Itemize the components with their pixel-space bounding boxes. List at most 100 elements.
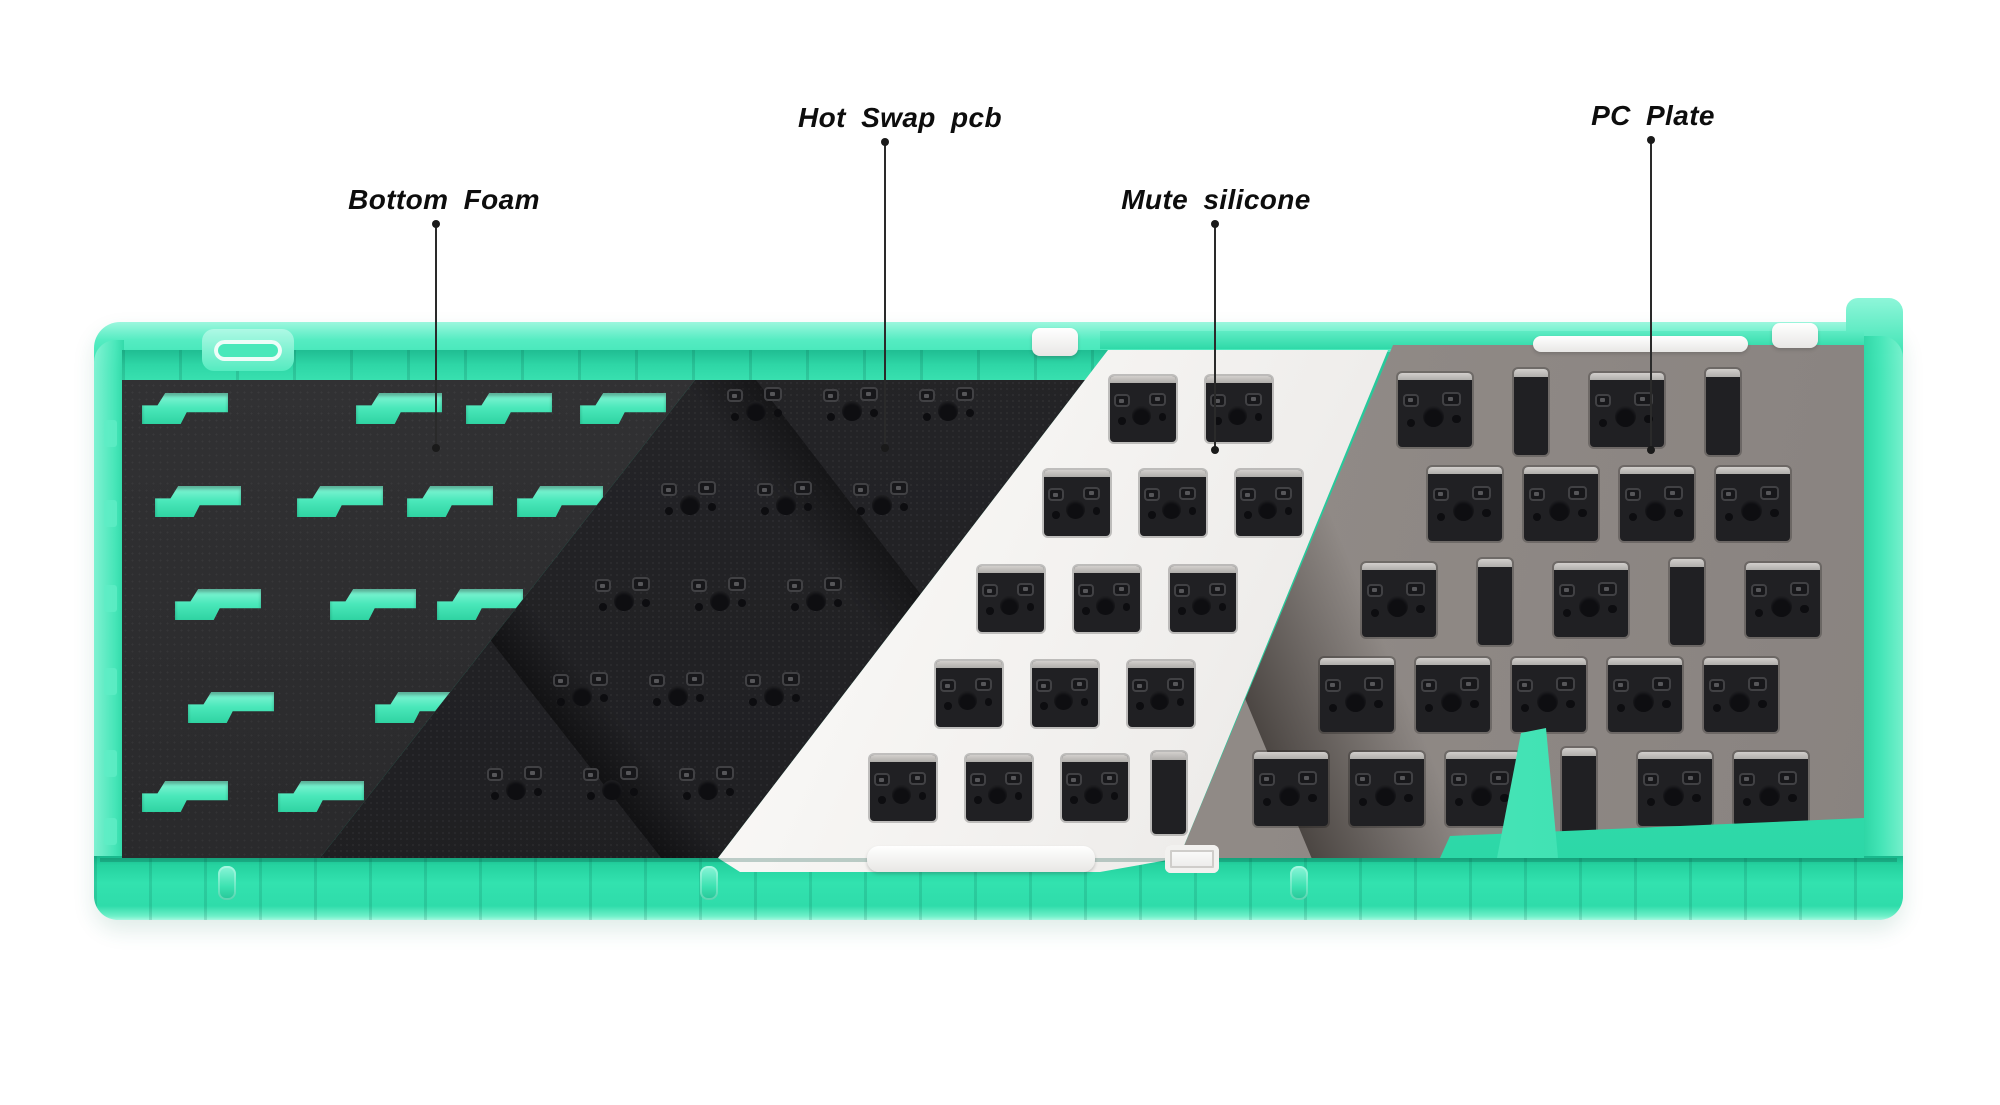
foam-cutout: [356, 393, 442, 424]
cutout-lip: [1362, 563, 1436, 570]
pin-hole: [491, 792, 499, 800]
switch-center-hole: [1578, 596, 1600, 618]
foam-cutout: [142, 393, 228, 424]
switch-center-hole: [1096, 595, 1115, 615]
plate-switch-cutout: [1746, 563, 1820, 637]
switch-center-hole: [1422, 406, 1444, 428]
hotswap-socket: [787, 579, 803, 592]
foam-cutout: [580, 393, 666, 424]
foam-cutout: [155, 486, 241, 517]
pin-hole: [1724, 512, 1734, 522]
cutout-lip: [1032, 661, 1098, 668]
pcb-socket-group: [744, 672, 806, 716]
cutout-lip: [1428, 467, 1502, 474]
cutout-lip: [1514, 369, 1548, 377]
pin-hole: [731, 413, 739, 421]
pin-hole: [1520, 703, 1530, 713]
pin-hole: [1308, 793, 1317, 803]
silicone-front-bar: [867, 846, 1095, 872]
pin-hole: [1562, 608, 1572, 618]
hotswap-socket: [890, 481, 908, 495]
switch-center-hole: [1000, 595, 1019, 615]
cutout-lip: [1704, 658, 1778, 665]
hotswap-socket: [1420, 678, 1438, 693]
hotswap-socket: [1179, 486, 1197, 500]
hotswap-socket: [1738, 772, 1756, 787]
plate-stabilizer-cutout: [1562, 748, 1596, 834]
socket-cluster: [1624, 485, 1690, 533]
silicone-switch-cutout: [936, 661, 1002, 727]
hotswap-socket: [1113, 582, 1131, 596]
hotswap-socket: [1083, 486, 1101, 500]
socket-cluster: [1420, 676, 1486, 724]
switch-center-hole: [958, 690, 977, 710]
socket-cluster: [1612, 676, 1678, 724]
hotswap-socket: [1114, 394, 1130, 407]
socket-cluster: [1173, 582, 1231, 624]
switch-center-hole: [1150, 690, 1169, 710]
left-wall-rib: [104, 818, 117, 845]
leader-dot-end-bottom-foam: [432, 444, 440, 452]
switch-center-hole: [938, 401, 958, 421]
hotswap-socket: [1393, 770, 1413, 786]
hotswap-socket: [1144, 488, 1160, 501]
leader-dot-end-pc-plate: [1647, 446, 1655, 454]
layer-stack: [122, 326, 1864, 886]
leader-line-bottom-foam: [435, 224, 437, 447]
socket-cluster: [1516, 676, 1582, 724]
hotswap-socket: [1240, 488, 1256, 501]
pin-hole: [587, 792, 595, 800]
cutout-lip: [1398, 373, 1472, 380]
socket-cluster: [1209, 392, 1267, 434]
case-peg: [218, 866, 236, 900]
switch-center-hole: [1740, 500, 1762, 522]
socket-cluster: [1720, 485, 1786, 533]
pin-hole: [665, 507, 673, 515]
pcb-socket-group: [786, 577, 848, 621]
pin-hole: [726, 788, 734, 796]
cutout-lip: [1512, 658, 1586, 665]
silicone-top-tab: [1032, 328, 1078, 356]
left-wall-rib: [104, 750, 117, 777]
plate-switch-cutout: [1590, 373, 1664, 447]
foam-cutout: [142, 781, 228, 812]
pin-hole: [1178, 607, 1186, 615]
hotswap-socket: [1558, 583, 1576, 598]
switch-center-hole: [764, 686, 784, 706]
pin-hole: [1470, 699, 1479, 709]
socket-cluster: [1065, 771, 1123, 813]
cutout-lip: [1670, 559, 1704, 567]
switch-center-hole: [842, 401, 862, 421]
pin-hole: [599, 603, 607, 611]
leader-dot-top-hot-swap-pcb: [881, 138, 889, 146]
pcb-socket-group: [552, 672, 614, 716]
pin-hole: [1080, 698, 1089, 706]
foam-cutout: [517, 486, 603, 517]
pin-hole: [878, 796, 886, 804]
cutout-lip: [1608, 658, 1682, 665]
switch-center-hole: [1192, 595, 1211, 615]
socket-cluster: [1450, 770, 1516, 818]
hotswap-socket: [1681, 770, 1701, 786]
socket-cluster: [1047, 486, 1105, 528]
socket-cluster: [1642, 770, 1708, 818]
pin-hole: [1608, 604, 1617, 614]
foam-cutout: [188, 692, 274, 723]
cutout-lip: [1638, 752, 1712, 759]
switch-center-hole: [1344, 691, 1366, 713]
hotswap-socket: [620, 766, 638, 780]
pcb-socket-group: [822, 387, 884, 431]
label-pc-plate: PC Plate: [1591, 100, 1715, 131]
foam-cutout: [466, 393, 552, 424]
hotswap-socket: [1297, 770, 1317, 786]
switch-center-hole: [776, 495, 796, 515]
switch-center-hole: [872, 495, 892, 515]
pin-hole: [1674, 508, 1683, 518]
hotswap-socket: [1210, 394, 1226, 407]
pin-hole: [900, 503, 908, 511]
pin-hole: [1452, 414, 1461, 424]
pin-hole: [1454, 797, 1464, 807]
hotswap-socket: [727, 389, 743, 402]
hotswap-socket: [1624, 487, 1642, 502]
left-wall-rib: [104, 500, 117, 527]
